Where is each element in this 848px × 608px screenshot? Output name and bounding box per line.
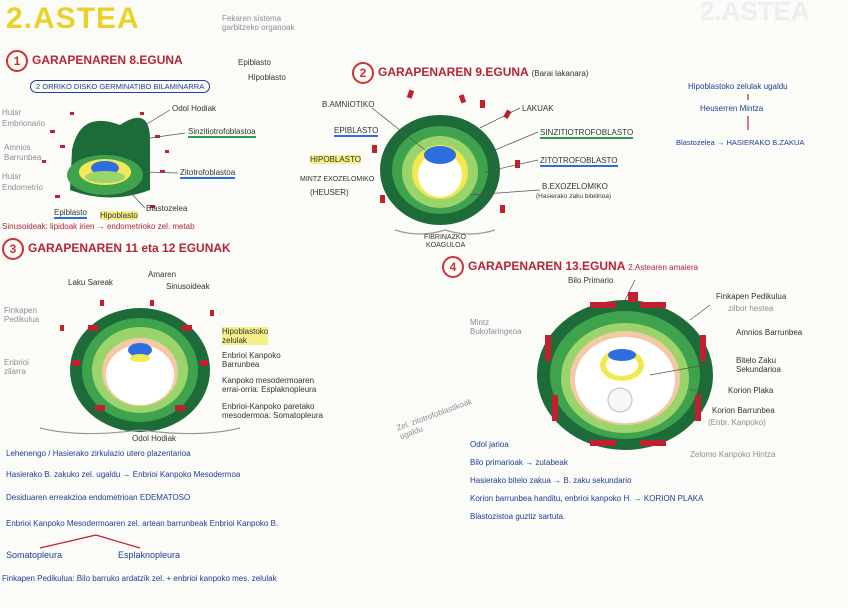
sec4-amnios: Amnios Barrunbea xyxy=(736,328,803,337)
sec1-zitotrofo: Zitotrofoblastoa xyxy=(180,168,236,179)
sec1-left5: Hutsr xyxy=(2,172,22,181)
sec3-bullet-4: Enbrioi Kanpoko Mesodermoaren zel. artea… xyxy=(6,519,279,528)
sec2-note: (Barai lakanara) xyxy=(531,69,589,79)
embryo-day13 xyxy=(537,292,713,450)
sec3-heading: 3 GARAPENAREN 11 eta 12 EGUNAK xyxy=(2,238,231,260)
sec3-sinusoideak: Sinusoideak xyxy=(166,282,210,291)
sec3-finkapen: Finkapen Pedikulua xyxy=(4,306,40,324)
sec1-odol-hodiak: Odol Hodiak xyxy=(172,104,217,113)
ghost-title: 2.ASTEA xyxy=(700,0,810,26)
sec4-bullet-5: Blastozistoa guztiz sartuta. xyxy=(470,512,566,521)
sec2-exozelomiko-note: (Hasierako zaku bitelinoa) xyxy=(536,193,612,200)
sec2-hipoblasto: HIPOBLASTO xyxy=(310,155,361,164)
sec3-enbrioi: Enbrioi zilarra xyxy=(4,358,29,376)
right-note-3: Blastozelea → HASIERAKO B.ZAKUA xyxy=(676,138,805,147)
sec1-epiblasto: Epiblasto xyxy=(54,208,87,219)
sec4-heading: 4 GARAPENAREN 13.EGUNA 2.Astearen amaiera xyxy=(442,256,698,278)
sec3-paretako: Enbrioi-Kanpoko paretako mesodermoa: Som… xyxy=(222,402,323,420)
sec1-sinusoideak: Sinusoideak: lipidoak irien → endometrio… xyxy=(2,222,195,231)
sec2-fibrina1: FIBRINAZKO xyxy=(424,234,467,241)
sec2-exozelomiko: B.EXOZELOMIKO xyxy=(542,182,608,191)
sec4-bullet-4: Korion barrunbea handitu, enbrioi kanpok… xyxy=(470,494,704,503)
sec1-epiblasto-top: Epiblasto xyxy=(238,58,271,67)
sec1-hipoblasto-top: Hipoblasto xyxy=(248,73,286,82)
sec1-subheading: 2 ORRIKO DISKO GERMINATIBO BILAMINARRA xyxy=(30,80,211,93)
sec4-zilbor: zilbor hestea xyxy=(728,304,774,313)
sec1-left1: Hutsr xyxy=(2,108,22,117)
sec3-kanpoko-meso: Kanpoko mesodermoaren errai-orria: Espla… xyxy=(222,376,317,394)
sec1-heading-text: GARAPENAREN 8.EGUNA xyxy=(32,53,183,68)
sec3-amaren: Amaren xyxy=(148,270,177,279)
sec4-mintz: Mintz Bukofaringeoa xyxy=(470,318,522,336)
sec2-epiblasto: EPIBLASTO xyxy=(334,126,379,137)
sec1-heading: 1 GARAPENAREN 8.EGUNA xyxy=(6,50,183,72)
sec4-bullet-2: Bilo primarioak → zutabeak xyxy=(470,458,568,467)
sec1-hipoblasto: Hipoblasto xyxy=(100,211,138,220)
sec1-amnios: Amnios xyxy=(4,143,31,152)
sec3-bullet-3: Desiduaren erreakzioa endometrioan EDEMA… xyxy=(6,493,191,502)
sec4-bullet-3: Hasierako bitelo zakua → B. zaku sekunda… xyxy=(470,476,632,485)
sec4-note: 2.Astearen amaiera xyxy=(628,263,699,273)
sec3-laku: Laku Sareak xyxy=(68,278,113,287)
sec1-sinzitio: Sinzitiotrofoblastoa xyxy=(188,127,256,138)
embryo-day9 xyxy=(372,89,520,235)
sec1-left2: Embrionario xyxy=(2,119,46,128)
sec2-heading-text: GARAPENAREN 9.EGUNA xyxy=(378,65,529,80)
embryo-day11-12 xyxy=(39,300,241,435)
sec3-number: 3 xyxy=(2,238,24,260)
sec4-korion-note: (Enbr. Kanpoko) xyxy=(708,418,766,427)
sec4-korion-plaka: Korion Plaka xyxy=(728,386,774,395)
sec2-zitotrofo: ZITOTROFOBLASTO xyxy=(540,156,618,167)
sec2-amniotiko: B.AMNIOTIKO xyxy=(322,100,375,109)
sec1-blastozelea: Blastozelea xyxy=(146,204,188,213)
sec1-number: 1 xyxy=(6,50,28,72)
sec2-mintz: MINTZ EXOZELOMIKO xyxy=(300,176,375,183)
sec3-bullet-1: Lehenengo / Hasierako zirkulazio utero p… xyxy=(6,449,191,458)
sec2-lakuak: LAKUAK xyxy=(522,104,554,113)
embryo-day8 xyxy=(42,112,169,208)
sec4-bitelo: Bitelo Zaku Sekundarioa xyxy=(736,356,781,374)
sec2-number: 2 xyxy=(352,62,374,84)
sec4-bullet-1: Odol jarioa xyxy=(470,440,509,449)
right-note-1: Hipoblastoko zelulak ugaldu xyxy=(688,82,788,91)
sec2-heuser: (HEUSER) xyxy=(310,188,349,197)
sec3-enbrioi-kanpoko: Enbrioi Kanpoko Barrunbea xyxy=(222,351,281,369)
sec1-left6: Endometrio xyxy=(2,183,43,192)
sec4-finkapen: Finkapen Pedikulua xyxy=(716,292,787,301)
sec3-footer: Finkapen Pedikulua: Bilo barruko ardatzi… xyxy=(2,574,277,583)
sec3-odol: Odol Hodiak xyxy=(132,434,177,443)
sec2-fibrina2: KOAGULOA xyxy=(426,242,466,249)
sec2-sinzitio: SINZITIOTROFOBLASTO xyxy=(540,128,634,139)
top-note: Fekaren sistema garbitzeko organoak xyxy=(222,14,295,32)
page-title: 2.ASTEA xyxy=(6,2,140,35)
sec4-zelomo: Zelomo Kanpoko Hintza xyxy=(690,450,776,459)
sec4-bilo: Bilo Primario xyxy=(568,276,614,285)
right-note-2: Heuserren Mintza xyxy=(700,104,764,113)
sec3-hipoblasto-z: Hipoblastoko zelulak xyxy=(222,327,269,345)
sec3-tree-left: Somatopleura xyxy=(6,550,63,560)
sec1-barrunbea: Barrunbea xyxy=(4,153,42,162)
sec4-heading-text: GARAPENAREN 13.EGUNA xyxy=(468,259,625,274)
sec2-heading: 2 GARAPENAREN 9.EGUNA (Barai lakanara) xyxy=(352,62,589,84)
sec4-korion-barrunbea: Korion Barrunbea xyxy=(712,406,775,415)
sec3-heading-text: GARAPENAREN 11 eta 12 EGUNAK xyxy=(28,241,231,256)
sec4-number: 4 xyxy=(442,256,464,278)
sec3-tree-right: Esplaknopleura xyxy=(118,550,181,560)
sec3-bullet-2: Hasierako B. zakuko zel. ugaldu → Enbrio… xyxy=(6,470,241,479)
